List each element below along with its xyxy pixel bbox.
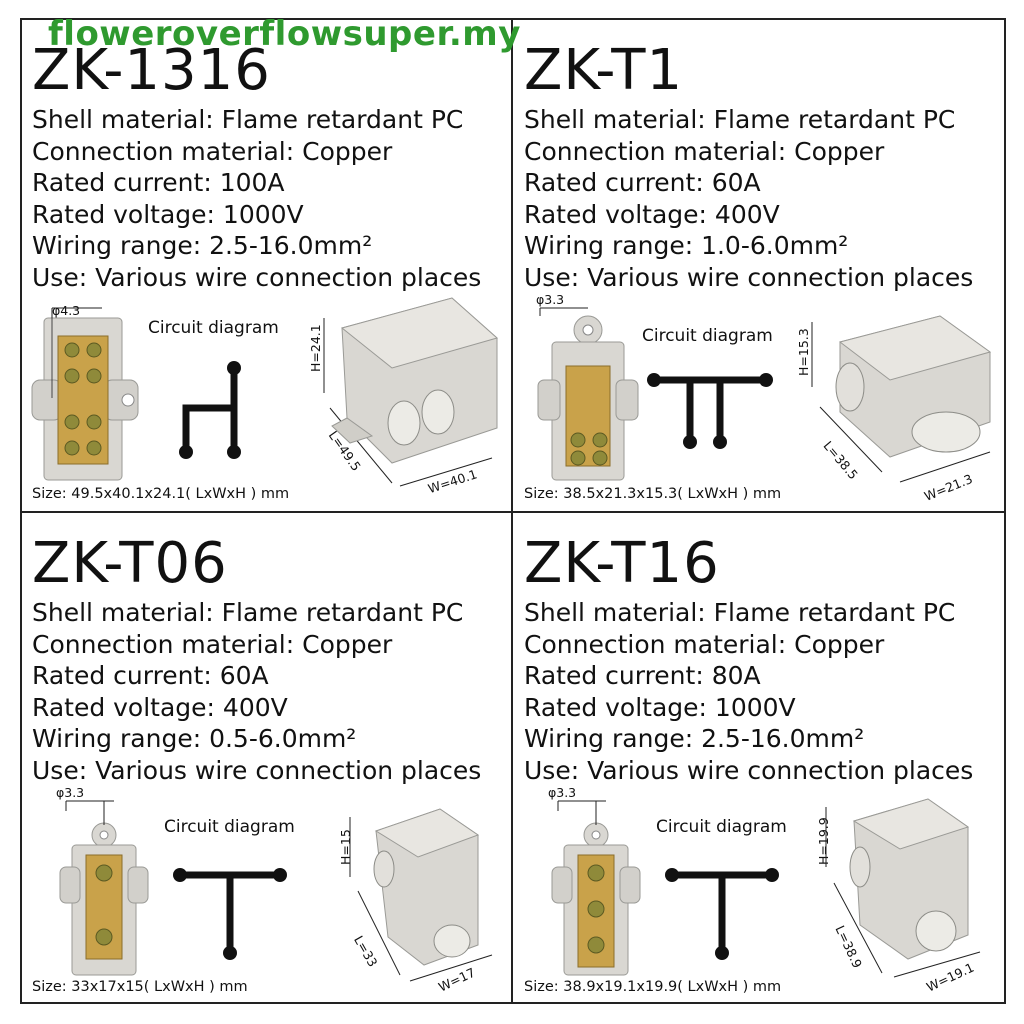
spec-connection-material: Connection material: Copper bbox=[32, 136, 393, 166]
grid-divider-horizontal bbox=[20, 511, 1006, 513]
spec-rated-current: Rated current: 60A bbox=[32, 661, 269, 690]
spec-shell-material: Shell material: Flame retardant PC bbox=[32, 105, 464, 134]
product-3d-illustration bbox=[811, 315, 992, 483]
product-3d-illustration bbox=[825, 798, 981, 978]
model-title: ZK-T1 bbox=[524, 38, 684, 103]
circuit-schematic bbox=[647, 373, 773, 449]
top-view-illustration bbox=[537, 307, 639, 481]
spec-list: Shell material: Flame retardant PC Conne… bbox=[524, 597, 973, 786]
spec-rated-voltage: Rated voltage: 1000V bbox=[32, 199, 304, 229]
spec-wiring-range: Wiring range: 2.5-16.0mm² bbox=[32, 231, 373, 260]
hole-diameter-label: φ4.3 bbox=[52, 303, 81, 318]
circuit-diagram-label: Circuit diagram bbox=[148, 318, 279, 338]
spec-wiring-range: Wiring range: 0.5-6.0mm² bbox=[32, 724, 357, 753]
model-title: ZK-1316 bbox=[32, 38, 271, 103]
spec-list: Shell material: Flame retardant PC Conne… bbox=[32, 104, 481, 293]
spec-rated-current: Rated current: 100A bbox=[32, 168, 285, 197]
circuit-diagram-label: Circuit diagram bbox=[164, 817, 295, 837]
watermark-text: floweroverflowsuper.my bbox=[48, 14, 521, 54]
circuit-schematic bbox=[179, 361, 241, 459]
spec-connection-material: Connection material: Copper bbox=[524, 629, 885, 659]
spec-list: Shell material: Flame retardant PC Conne… bbox=[32, 597, 481, 786]
spec-wiring-range: Wiring range: 2.5-16.0mm² bbox=[524, 724, 865, 753]
size-spec: Size: 33x17x15( LxWxH ) mm bbox=[32, 979, 248, 995]
spec-rated-current: Rated current: 80A bbox=[524, 661, 761, 690]
spec-use: Use: Various wire connection places bbox=[32, 262, 482, 292]
hole-diameter-label: φ3.3 bbox=[548, 785, 577, 800]
spec-list: Shell material: Flame retardant PC Conne… bbox=[524, 104, 973, 293]
spec-use: Use: Various wire connection places bbox=[32, 755, 482, 785]
spec-rated-voltage: Rated voltage: 400V bbox=[32, 692, 288, 722]
top-view-illustration bbox=[551, 800, 641, 976]
product-3d-illustration bbox=[323, 297, 499, 487]
product-panel-zk-t16: ZK-T16 Shell material: Flame retardant P… bbox=[514, 513, 1004, 1003]
circuit-diagram-label: Circuit diagram bbox=[656, 817, 787, 837]
circuit-schematic bbox=[665, 868, 779, 960]
spec-shell-material: Shell material: Flame retardant PC bbox=[524, 598, 956, 627]
spec-use: Use: Various wire connection places bbox=[524, 755, 974, 785]
top-view-illustration bbox=[31, 307, 139, 481]
size-spec: Size: 38.5x21.3x15.3( LxWxH ) mm bbox=[524, 486, 782, 502]
size-spec: Size: 38.9x19.1x19.9( LxWxH ) mm bbox=[524, 979, 782, 995]
dimension-height: H=15.3 bbox=[796, 328, 811, 376]
spec-use: Use: Various wire connection places bbox=[524, 262, 974, 292]
product-panel-zk-1316: ZK-1316 Shell material: Flame retardant … bbox=[22, 20, 512, 510]
circuit-schematic bbox=[173, 868, 287, 960]
spec-shell-material: Shell material: Flame retardant PC bbox=[32, 598, 464, 627]
spec-rated-voltage: Rated voltage: 1000V bbox=[524, 692, 796, 722]
spec-connection-material: Connection material: Copper bbox=[524, 136, 885, 166]
spec-wiring-range: Wiring range: 1.0-6.0mm² bbox=[524, 231, 849, 260]
spec-rated-current: Rated current: 60A bbox=[524, 168, 761, 197]
dimension-height: H=24.1 bbox=[308, 324, 323, 372]
spec-rated-voltage: Rated voltage: 400V bbox=[524, 199, 780, 229]
circuit-diagram-label: Circuit diagram bbox=[642, 326, 773, 346]
top-view-illustration bbox=[59, 800, 149, 976]
product-3d-illustration bbox=[349, 808, 493, 982]
hole-diameter-label: φ3.3 bbox=[536, 292, 565, 307]
spec-shell-material: Shell material: Flame retardant PC bbox=[524, 105, 956, 134]
product-panel-zk-t06: ZK-T06 Shell material: Flame retardant P… bbox=[22, 513, 512, 1003]
product-panel-zk-t1: ZK-T1 Shell material: Flame retardant PC… bbox=[514, 20, 1004, 510]
size-spec: Size: 49.5x40.1x24.1( LxWxH ) mm bbox=[32, 486, 290, 502]
model-title: ZK-T06 bbox=[32, 531, 228, 596]
hole-diameter-label: φ3.3 bbox=[56, 785, 85, 800]
spec-connection-material: Connection material: Copper bbox=[32, 629, 393, 659]
model-title: ZK-T16 bbox=[524, 531, 720, 596]
